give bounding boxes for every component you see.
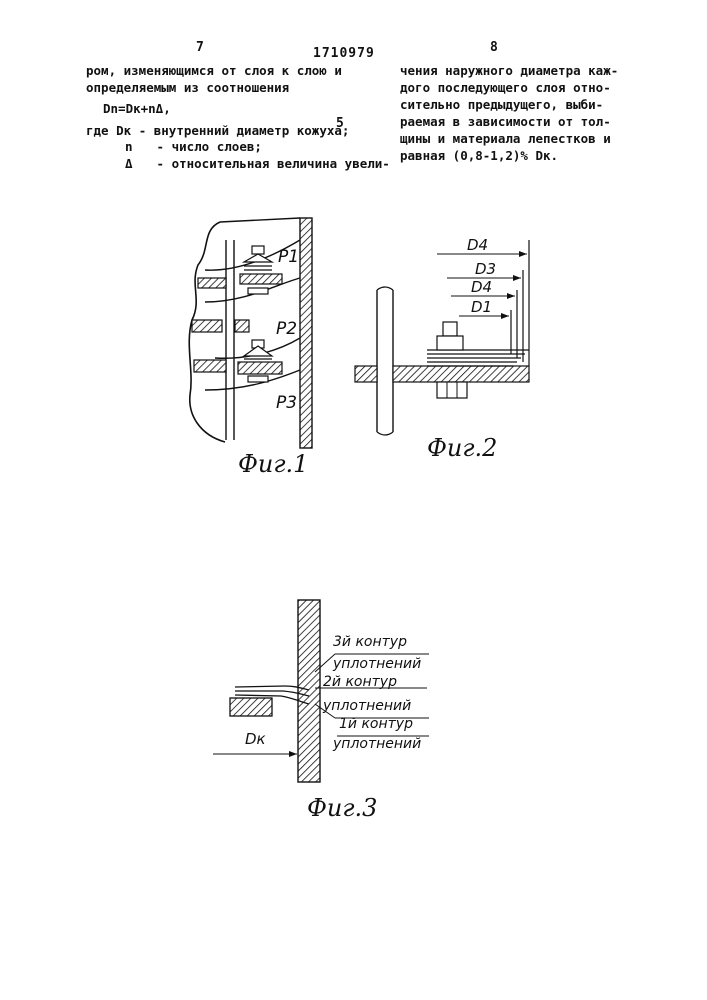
- fig1-wall: [300, 218, 312, 448]
- fig2-left-plate: [355, 366, 377, 382]
- right-line-6: равная (0,8-1,2)% Dк.: [400, 147, 558, 164]
- left-line-2: определяемым из соотношения: [86, 79, 289, 96]
- definition-1: где Dк - внутренний диаметр кожуха;: [86, 122, 349, 139]
- fig1-label-p2: P2: [276, 319, 297, 339]
- fig3-wall: [298, 600, 320, 782]
- fig2-caption: Фиг.2: [427, 434, 497, 462]
- fig2-label-d1: D1: [471, 298, 492, 316]
- fig3-contour-1-top: 1й контур: [339, 716, 413, 732]
- fig3-contour-2-bottom: уплотнений: [322, 698, 411, 714]
- fig3-dim-label: Dк: [245, 730, 266, 748]
- right-line-4: раемая в зависимости от тол-: [400, 113, 611, 130]
- right-line-2: дого последующего слоя отно-: [400, 79, 611, 96]
- fig2-label-d3: D3: [475, 260, 496, 278]
- fig2-right-plate: [393, 366, 529, 382]
- right-line-1: чения наружного диаметра каж-: [400, 62, 618, 79]
- fig3-contour-1-bottom: уплотнений: [332, 736, 421, 752]
- fig3-contour-3-top: 3й контур: [333, 634, 407, 650]
- right-line-5: щины и материала лепестков и: [400, 130, 611, 147]
- page-number-left: 7: [196, 40, 204, 55]
- definition-2: n - число слоев;: [125, 138, 262, 155]
- right-line-3: сительно предыдущего, выби-: [400, 96, 603, 113]
- definition-2-text: - число слоев;: [157, 139, 262, 154]
- fig2-label-d4: D4: [471, 278, 492, 296]
- definition-3: Δ - относительная величина увели-: [125, 155, 390, 172]
- fig2-label-d4-top: D4: [467, 236, 488, 254]
- definition-3-symbol: Δ: [125, 155, 149, 172]
- fig1-label-p3: P3: [276, 393, 297, 413]
- figure-2: D4 D3 D4 D1 Фиг.2: [355, 220, 565, 470]
- definition-1-symbol: Dк: [116, 123, 131, 138]
- patent-number: 1710979: [313, 46, 375, 61]
- fig3-contour-3-bottom: уплотнений: [332, 656, 421, 672]
- formula: Dn=Dк+nΔ,: [103, 100, 171, 117]
- fig1-top-line: [220, 218, 300, 222]
- fig3-contour-2-top: 2й контур: [323, 674, 397, 690]
- fig3-caption: Фиг.3: [307, 794, 377, 822]
- left-line-1: ром, изменяющимся от слоя к слою и: [86, 62, 342, 79]
- definition-2-symbol: n: [125, 138, 149, 155]
- page-number-right: 8: [490, 40, 498, 55]
- fig1-label-p1: P1: [278, 247, 299, 267]
- figure-3: Dк 3й контур уплотнений 2й контур уплотн…: [215, 592, 445, 832]
- fig3-flange: [230, 698, 272, 716]
- definition-3-text: - относительная величина увели-: [157, 156, 390, 171]
- definition-1-text: - внутренний диаметр кожуха;: [139, 123, 350, 138]
- definition-1-prefix: где: [86, 123, 109, 138]
- fig1-caption: Фиг.1: [238, 450, 308, 478]
- line-number-marker: 5: [336, 116, 344, 131]
- figure-1: P1 P2 P3 Фиг.1: [180, 210, 330, 500]
